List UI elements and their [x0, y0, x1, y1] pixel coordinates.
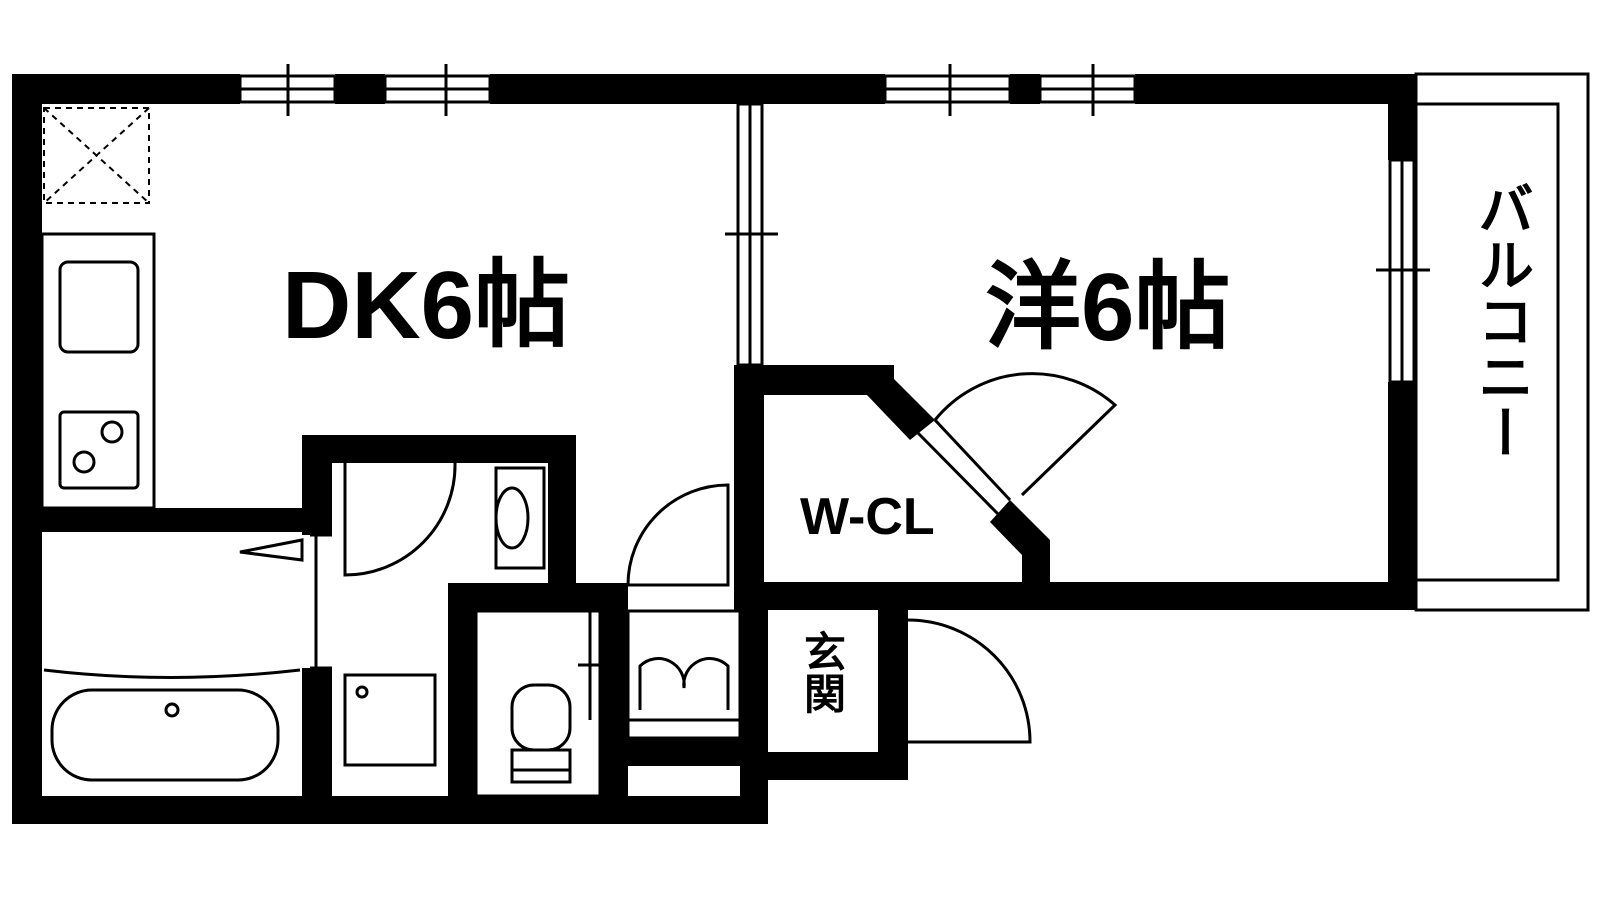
window-balcony [1376, 158, 1430, 384]
washroom [310, 462, 546, 767]
closet-door [916, 372, 1118, 516]
toilet [474, 609, 612, 798]
room-label-western: 洋6帖 [985, 254, 1230, 361]
window-top-left [238, 64, 492, 116]
washbasin [494, 466, 546, 570]
outer-walls [12, 74, 1416, 824]
bathtub [43, 538, 304, 782]
window-top-right [883, 64, 1137, 116]
room-label-dk: DK6帖 [282, 252, 570, 359]
sliding-door-dk-western [725, 102, 778, 367]
kitchen-counter [40, 107, 156, 510]
room-label-balcony: バルコニー [1471, 180, 1534, 460]
bathroom-walls [12, 435, 768, 824]
balcony [1414, 72, 1590, 612]
stove [58, 410, 140, 490]
entrance [768, 610, 1032, 780]
room-label-walk-in-closet: W-CL [800, 488, 935, 546]
room-label-entrance: 玄関 [799, 630, 846, 714]
walk-in-closet-walls [734, 365, 1050, 610]
shoe-storage [626, 609, 742, 740]
door-hall-dk [626, 483, 730, 587]
sink [58, 260, 140, 354]
